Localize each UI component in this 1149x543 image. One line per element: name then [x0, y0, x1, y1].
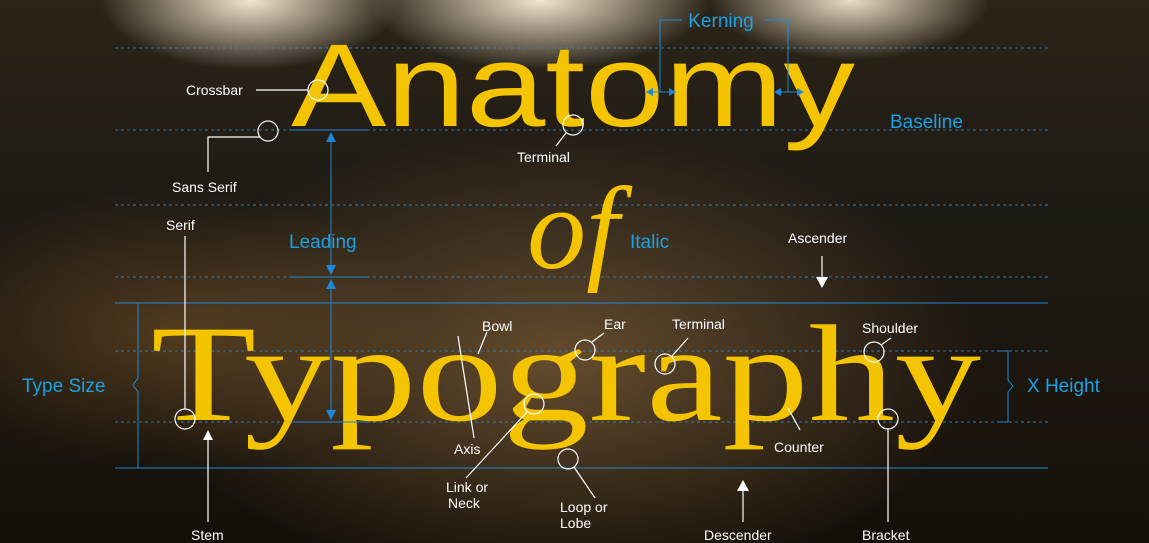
leading-arrow-down-1 — [326, 265, 336, 275]
label-kerning: Kerning — [688, 11, 754, 32]
label-terminal-bottom: Terminal — [672, 316, 725, 332]
type-size-brace — [133, 303, 150, 468]
label-ascender: Ascender — [788, 230, 847, 246]
label-axis: Axis — [454, 441, 480, 457]
label-leading: Leading — [289, 232, 357, 253]
label-shoulder: Shoulder — [862, 320, 918, 336]
loop-lobe-circle — [558, 449, 578, 469]
label-terminal-top: Terminal — [517, 149, 570, 165]
label-crossbar: Crossbar — [186, 82, 243, 98]
label-type-size: Type Size — [22, 376, 105, 397]
title-anatomy: Anatomy — [291, 20, 855, 152]
descender-arrow — [737, 480, 749, 491]
sans-serif-leader — [208, 137, 260, 172]
label-counter: Counter — [774, 439, 824, 455]
label-bowl: Bowl — [482, 318, 512, 334]
label-ear: Ear — [604, 316, 626, 332]
label-stem: Stem — [191, 527, 224, 543]
label-italic: Italic — [630, 232, 669, 253]
label-loop-or-lobe-1: Loop or — [560, 499, 608, 515]
leading-arrow-up-2 — [326, 279, 336, 289]
sans-serif-circle — [258, 121, 278, 141]
title-of: of — [527, 163, 633, 294]
label-serif: Serif — [166, 217, 195, 233]
label-sans-serif: Sans Serif — [172, 179, 237, 195]
label-bracket: Bracket — [862, 527, 910, 543]
label-link-or-neck-2: Neck — [448, 495, 481, 511]
label-descender: Descender — [704, 527, 772, 543]
ascender-arrow — [816, 277, 828, 288]
x-height-brace — [998, 351, 1013, 422]
loop-lobe-leader — [574, 467, 595, 498]
title-typography: Typography — [151, 297, 981, 450]
label-loop-or-lobe-2: Lobe — [560, 515, 591, 531]
label-baseline: Baseline — [890, 112, 963, 133]
label-link-or-neck-1: Link or — [446, 479, 488, 495]
label-x-height: X Height — [1027, 376, 1101, 397]
